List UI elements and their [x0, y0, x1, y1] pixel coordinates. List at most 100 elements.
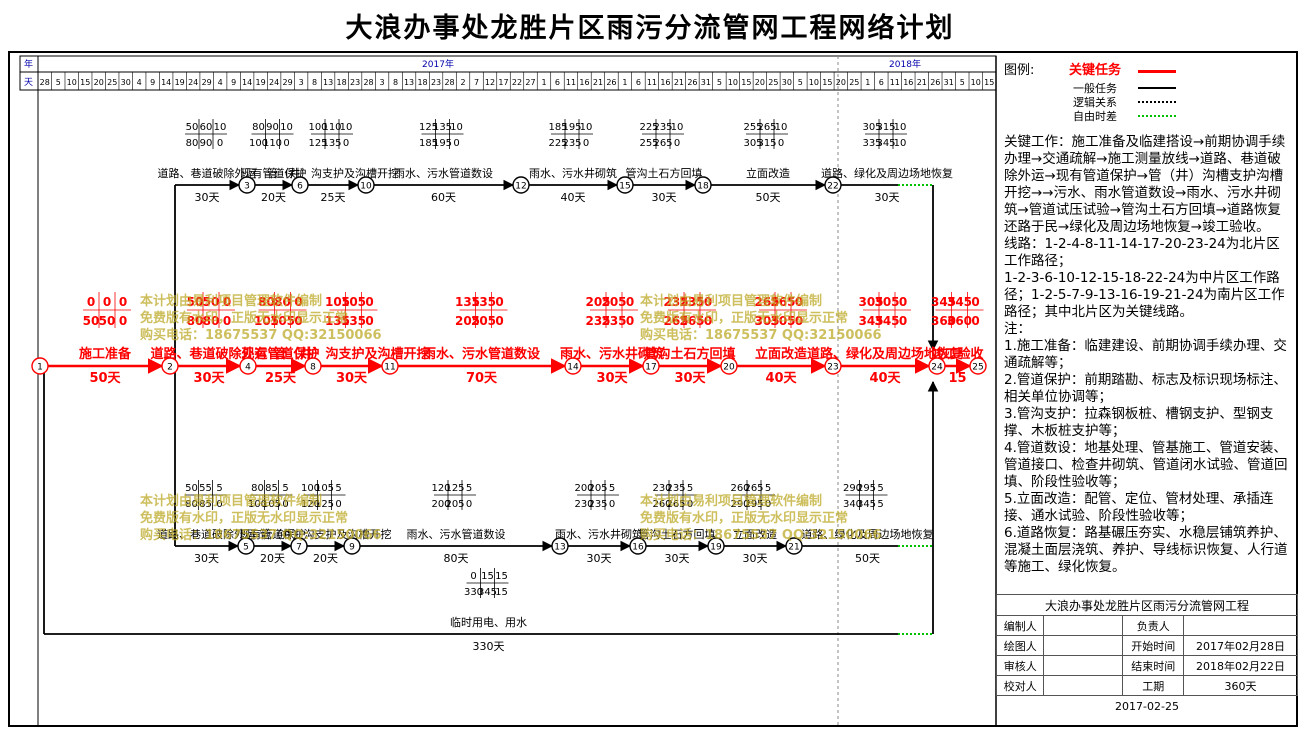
- network-node: 4: [239, 357, 257, 375]
- task-param: 205: [601, 295, 626, 309]
- network-node: 2: [161, 357, 179, 375]
- task-duration: 25天: [265, 371, 297, 386]
- task-param: 0: [119, 314, 127, 328]
- tb-val-2: [1183, 615, 1298, 636]
- node-id: 19: [710, 543, 722, 553]
- time-tick-label: 16: [903, 78, 913, 87]
- legend-logic-label: 逻辑关系: [1073, 96, 1117, 109]
- task-param: 80: [185, 499, 198, 510]
- note-line: 关键工作：施工准备及临建搭设→前期协调手续办理→交通疏解→施工测量放线→道路、巷…: [1004, 134, 1286, 235]
- task-param: 345: [931, 295, 956, 309]
- legend-logic-line: [1138, 101, 1176, 103]
- task-param: 345: [874, 314, 899, 328]
- task-name: 现有管道保护: [240, 527, 306, 541]
- network-node: 18: [694, 176, 712, 194]
- task-param: 0: [282, 499, 288, 510]
- notes-text: 关键工作：施工准备及临建搭设→前期协调手续办理→交通疏解→施工测量放线→道路、巷…: [1004, 134, 1292, 576]
- task-param: 0: [609, 499, 615, 510]
- task-param: 0: [294, 314, 302, 328]
- task-name: 雨水、污水管道数设: [394, 166, 493, 180]
- task-param: 50: [187, 295, 204, 309]
- task-param: 0: [899, 295, 907, 309]
- task-duration: 20天: [313, 552, 338, 565]
- task-duration: 30天: [674, 371, 706, 386]
- task-param: 0: [971, 314, 979, 328]
- note-line: 1.施工准备：临建建设、前期协调手续办理、交通疏解等；: [1004, 338, 1287, 371]
- task-duration: 30天: [652, 191, 677, 204]
- network-node: 15: [616, 176, 634, 194]
- network-node: 23: [824, 357, 842, 375]
- network-node: 1: [31, 357, 49, 375]
- node-circle: [707, 537, 725, 555]
- task-param: 0: [87, 295, 95, 309]
- task-param: 225: [548, 138, 567, 149]
- task-param: 5: [216, 483, 222, 494]
- task-param: 5: [609, 483, 615, 494]
- network-node: 24: [928, 357, 946, 375]
- task-param: 345: [876, 138, 895, 149]
- task-name: 立面改造: [733, 527, 777, 541]
- task-param: 340: [843, 499, 862, 510]
- task-param: 5: [466, 483, 472, 494]
- task-param: 305: [743, 138, 762, 149]
- time-tick-label: 18: [417, 78, 427, 87]
- network-node: 16: [629, 537, 647, 555]
- node-id: 10: [360, 182, 372, 192]
- task-param: 235: [679, 295, 704, 309]
- network-node: 5: [237, 537, 255, 555]
- tb-key-8: 工期: [1122, 675, 1185, 696]
- time-tick-label: 20: [836, 78, 846, 87]
- task-param: 0: [223, 295, 231, 309]
- task-param: 0: [283, 138, 289, 149]
- task-param: 135: [433, 122, 452, 133]
- time-tick-label: 14: [242, 78, 252, 87]
- network-node: 10: [357, 176, 375, 194]
- task-param: 135: [322, 138, 341, 149]
- time-tick-label: 31: [944, 78, 954, 87]
- task-duration: 50天: [756, 191, 781, 204]
- task-param: 125: [315, 499, 334, 510]
- node-circle: [642, 357, 660, 375]
- network-node: 14: [564, 357, 582, 375]
- task-param: 265: [754, 295, 779, 309]
- task-param: 235: [666, 483, 685, 494]
- task-param: 295: [857, 483, 876, 494]
- network-node: 9: [343, 537, 361, 555]
- task-name: 雨水、污水井砌筑: [529, 166, 617, 180]
- tb-key-7: 校对人: [995, 675, 1045, 696]
- time-tick-label: 4: [137, 78, 142, 87]
- task-duration: 30天: [596, 371, 628, 386]
- network-node: 8: [304, 357, 322, 375]
- time-tick-label: 23: [350, 78, 360, 87]
- note-line: 4.管道数设：地基处理、管基施工、管道安装、管道接口、检查井砌筑、管道闭水试验、…: [1004, 440, 1288, 490]
- task-param: 135: [455, 295, 480, 309]
- task-param: 0: [899, 314, 907, 328]
- task-name: 竣工验收: [931, 346, 984, 362]
- task-param: 5: [765, 483, 771, 494]
- task-param: 0: [343, 138, 349, 149]
- time-tick-label: 11: [647, 78, 657, 87]
- task-param: 0: [365, 295, 373, 309]
- time-tick-label: 21: [593, 78, 603, 87]
- task-param: 10: [450, 122, 463, 133]
- note-line: 6.道路恢复：路基碾压夯实、水稳层铺筑养护、混凝土面层浇筑、养护、导线标识恢复、…: [1004, 525, 1288, 575]
- tb-key-6: 结束时间: [1122, 655, 1185, 676]
- node-circle: [239, 357, 257, 375]
- time-tick-label: 23: [431, 78, 441, 87]
- task-param: 205: [585, 295, 610, 309]
- task-param: 265: [770, 295, 795, 309]
- node-id: 13: [554, 543, 565, 553]
- task-param: 195: [562, 122, 581, 133]
- node-id: 18: [697, 182, 709, 192]
- legend-critical-label: 关键任务: [1068, 63, 1121, 78]
- task-param: 125: [419, 122, 438, 133]
- time-tick-label: 13: [404, 78, 414, 87]
- task-param: 105: [262, 499, 281, 510]
- task-name: 管（井）沟支护及沟槽开挖: [267, 166, 399, 180]
- task-param: 5: [335, 483, 341, 494]
- time-tick-label: 17: [498, 78, 508, 87]
- task-param: 10: [340, 122, 353, 133]
- time-tick-label: 6: [555, 78, 560, 87]
- time-tick-label: 9: [231, 78, 236, 87]
- task-name: 立面改造: [746, 166, 790, 180]
